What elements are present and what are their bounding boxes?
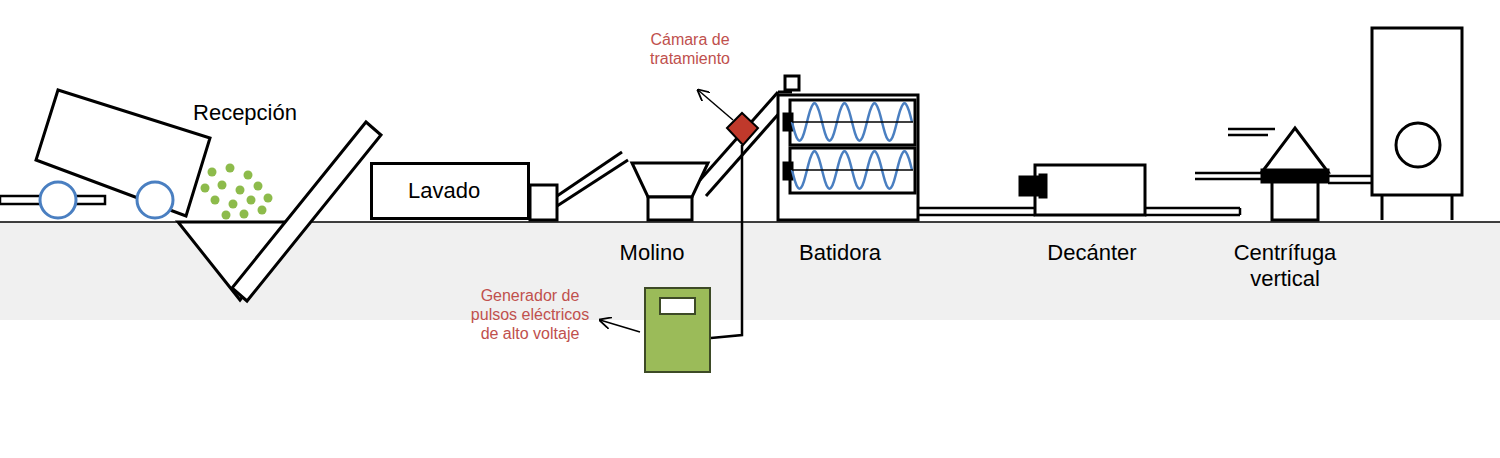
malaxer-screws	[792, 103, 913, 188]
olives	[201, 164, 273, 220]
malaxer	[778, 76, 918, 220]
olive	[211, 196, 220, 205]
pulse-generator	[645, 288, 710, 372]
truck	[0, 90, 210, 218]
station-label: Recepción	[145, 100, 345, 126]
olive	[226, 164, 235, 173]
station-label: Batidora	[770, 240, 910, 266]
ground-band	[0, 222, 1500, 320]
olive	[240, 210, 249, 219]
olive	[258, 206, 267, 215]
leader-line	[600, 320, 640, 332]
storage-tank	[1372, 28, 1462, 220]
mill	[632, 163, 708, 220]
washer-conveyor	[530, 152, 628, 220]
treatment-chamber	[727, 113, 758, 145]
decanter	[1020, 165, 1145, 215]
screw-helix	[792, 103, 912, 140]
box-label: Lavado	[408, 178, 480, 204]
screw-helix	[792, 151, 912, 188]
screw-shaft	[792, 121, 913, 123]
olive	[229, 200, 238, 209]
screw-shaft	[792, 169, 913, 171]
station-label: Molino	[582, 240, 722, 266]
olive	[244, 171, 253, 180]
olive	[218, 181, 227, 190]
olive	[254, 182, 263, 191]
station-label: Centrífuga vertical	[1210, 240, 1360, 293]
olive	[208, 168, 217, 177]
olive	[222, 211, 231, 220]
leader-line	[698, 90, 733, 120]
cable	[711, 145, 742, 338]
olive	[236, 186, 245, 195]
reception-hopper	[178, 122, 381, 301]
callout-label: Cámara de tratamiento	[630, 30, 750, 68]
olive	[247, 196, 256, 205]
vertical-centrifuge	[1262, 128, 1328, 220]
olive	[201, 184, 210, 193]
olive	[264, 194, 273, 203]
station-label: Decánter	[1022, 240, 1162, 266]
process-box: Lavado	[370, 162, 530, 220]
callout-label: Generador de pulsos eléctricos de alto v…	[460, 286, 600, 344]
